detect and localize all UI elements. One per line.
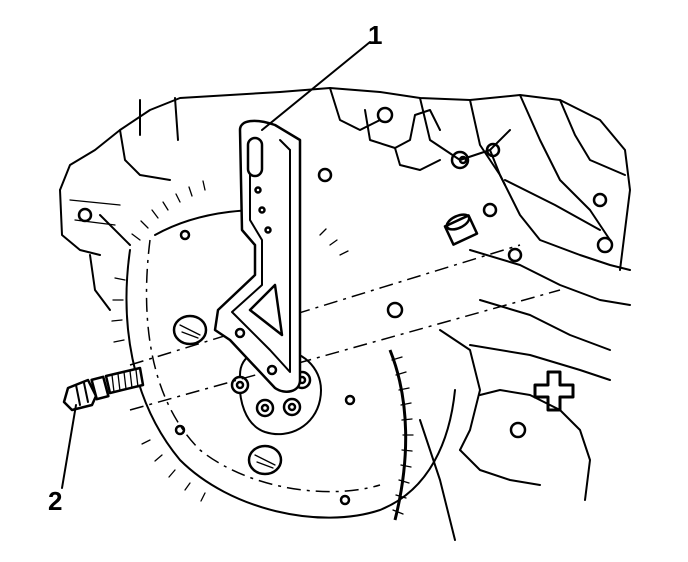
holding-tool <box>213 119 302 393</box>
callout-2: 2 <box>48 486 63 516</box>
bolt <box>62 366 145 412</box>
leader-lines <box>61 41 371 489</box>
alignment-lines <box>129 244 561 411</box>
engine-block <box>59 87 631 541</box>
callout-1: 1 <box>368 20 383 50</box>
leader-line-2 <box>61 404 77 489</box>
leader-line-1 <box>261 41 371 131</box>
